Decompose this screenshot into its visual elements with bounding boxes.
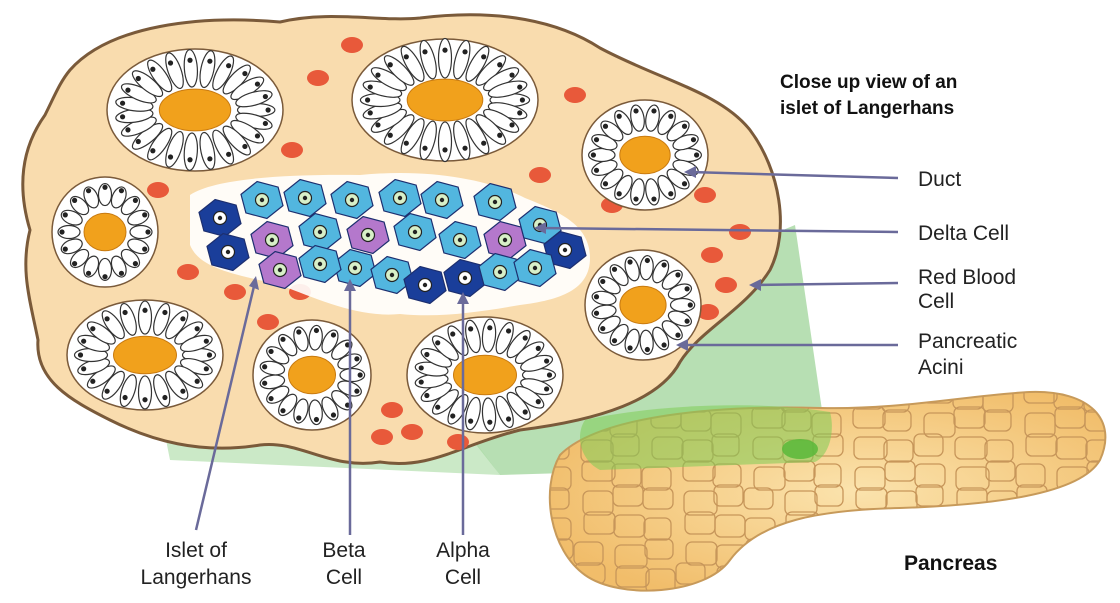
red-blood-cell xyxy=(281,142,303,158)
red-blood-cell xyxy=(257,314,279,330)
red-blood-cell xyxy=(701,247,723,263)
acinus xyxy=(352,38,538,161)
red-blood-cell xyxy=(147,182,169,198)
pancreas-organ xyxy=(540,383,1120,603)
heading-line-2: islet of Langerhans xyxy=(780,98,954,119)
pancreatic-acini-label-line-1: Pancreatic xyxy=(918,330,1017,353)
red-blood-cell xyxy=(177,264,199,280)
highlight-spot xyxy=(782,439,818,459)
red-blood-cell xyxy=(381,402,403,418)
red-blood-cell xyxy=(694,187,716,203)
beta-cell-label-line-2: Cell xyxy=(326,566,362,589)
islet-label-line-2: Langerhans xyxy=(141,566,252,589)
alpha-cell-label-line-2: Cell xyxy=(445,566,481,589)
duct-label: Duct xyxy=(918,168,961,191)
red-blood-cell xyxy=(447,434,469,450)
red-blood-cell xyxy=(224,284,246,300)
red-blood-cell xyxy=(529,167,551,183)
alpha-cell-label-line-1: Alpha xyxy=(436,539,490,562)
islet-label-line-1: Islet of xyxy=(165,539,227,562)
beta-cell-label-line-1: Beta xyxy=(322,539,366,562)
acinus xyxy=(107,49,283,171)
red-blood-cell-label-line-2: Cell xyxy=(918,290,954,313)
acinus xyxy=(582,100,708,210)
red-blood-cell-label-line-1: Red Blood xyxy=(918,266,1016,289)
heading-line-1: Close up view of an xyxy=(780,72,957,93)
pancreatic-acini-label-line-2: Acini xyxy=(918,356,964,379)
red-blood-cell xyxy=(729,224,751,240)
red-blood-cell xyxy=(715,277,737,293)
red-blood-cell xyxy=(401,424,423,440)
pancreas-highlight xyxy=(580,405,832,470)
acinus xyxy=(52,177,158,287)
red-blood-cell xyxy=(341,37,363,53)
pancreas-label: Pancreas xyxy=(904,552,997,575)
red-blood-cell xyxy=(564,87,586,103)
acinus xyxy=(407,317,563,433)
acinus xyxy=(253,320,371,430)
delta-cell-label: Delta Cell xyxy=(918,222,1009,245)
red-blood-cell xyxy=(307,70,329,86)
red-blood-cell xyxy=(371,429,393,445)
acinus xyxy=(67,300,223,410)
